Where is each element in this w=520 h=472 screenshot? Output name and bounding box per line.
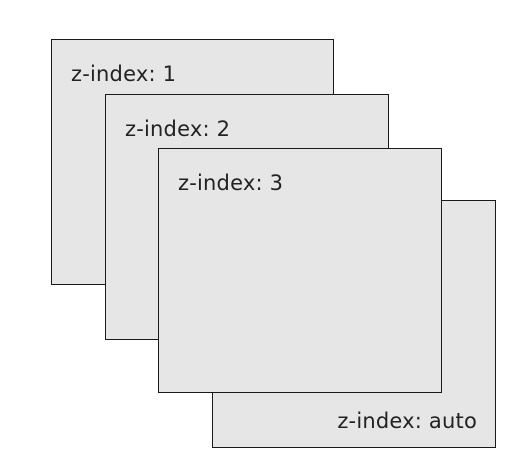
box-label-z-index-3: z-index: 3 bbox=[178, 171, 284, 195]
box-label-z-index-2: z-index: 2 bbox=[125, 117, 231, 141]
box-label-z-index-auto: z-index: auto bbox=[337, 409, 477, 433]
box-z-index-3: z-index: 3 bbox=[158, 148, 442, 393]
box-label-z-index-1: z-index: 1 bbox=[71, 62, 177, 86]
